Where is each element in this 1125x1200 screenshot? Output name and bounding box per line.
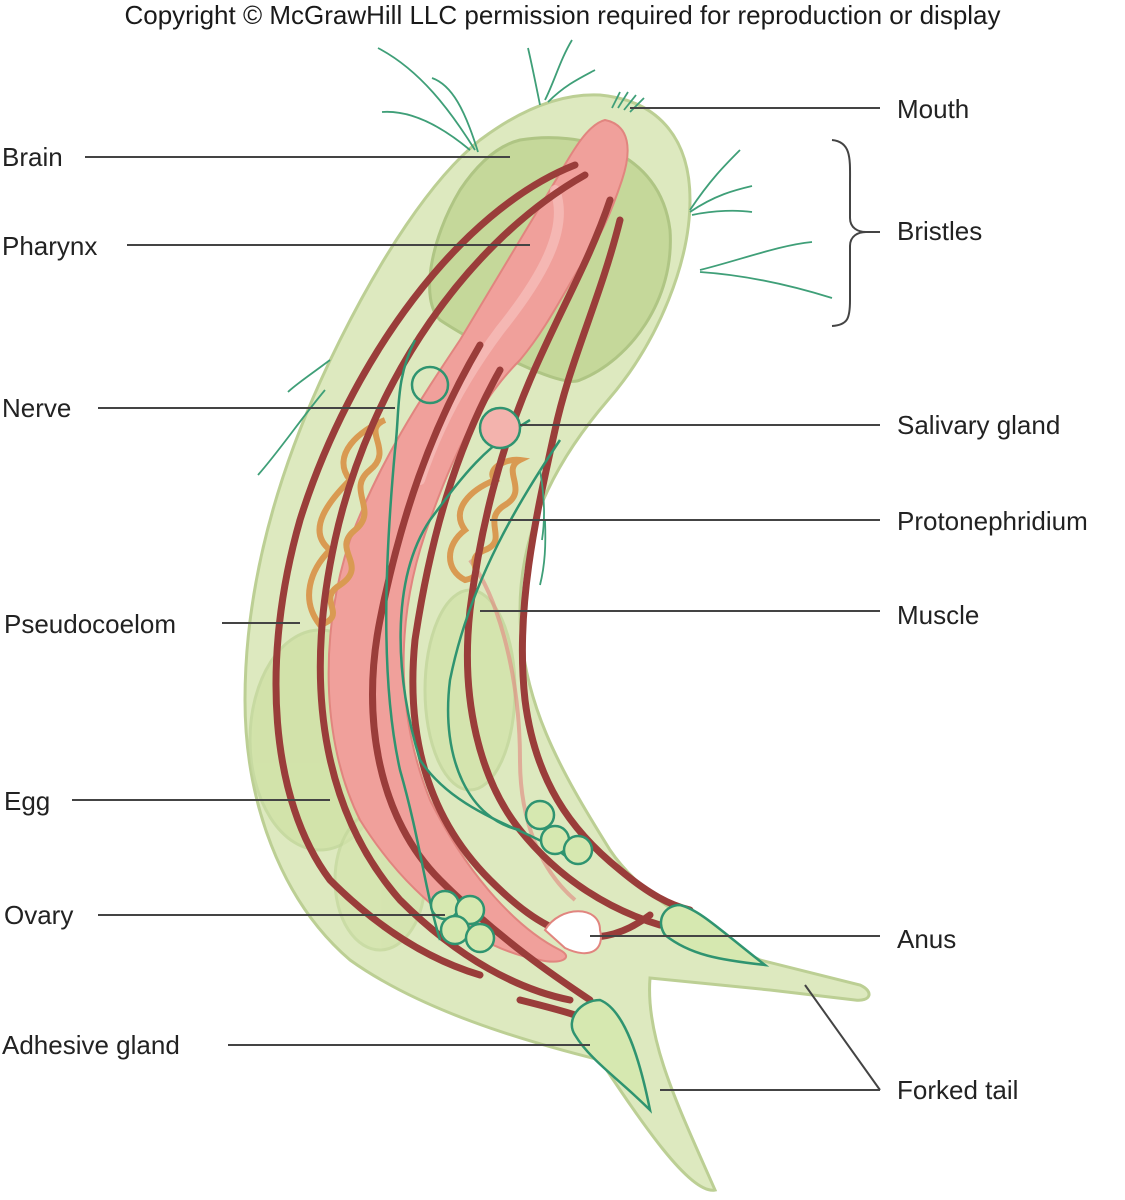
salivary-gland xyxy=(478,406,522,450)
label-muscle: Muscle xyxy=(897,600,979,630)
label-pharynx: Pharynx xyxy=(2,231,97,261)
label-ovary: Ovary xyxy=(4,900,73,930)
label-brain: Brain xyxy=(2,142,63,172)
copyright-notice: Copyright © McGrawHill LLC permission re… xyxy=(124,0,1001,30)
pharynx xyxy=(327,118,629,963)
label-nerve: Nerve xyxy=(2,393,71,423)
protonephridium-left xyxy=(306,417,387,629)
intestine xyxy=(468,558,577,902)
label-bristles: Bristles xyxy=(897,216,982,246)
adhesive-gland-lower xyxy=(570,998,653,1114)
leader-lines xyxy=(72,107,881,1091)
nerve-fibers xyxy=(385,339,571,941)
ovary xyxy=(429,799,594,954)
label-egg: Egg xyxy=(4,786,50,816)
label-adhesive-gland: Adhesive gland xyxy=(2,1030,180,1060)
bristles xyxy=(257,39,833,586)
anus xyxy=(543,910,602,955)
label-protonephridium: Protonephridium xyxy=(897,506,1088,536)
label-mouth: Mouth xyxy=(897,94,969,124)
nerve-ganglion xyxy=(410,365,450,405)
label-salivary-gland: Salivary gland xyxy=(897,410,1060,440)
label-anus: Anus xyxy=(897,924,956,954)
label-forked-tail: Forked tail xyxy=(897,1075,1018,1105)
label-pseudocoelom: Pseudocoelom xyxy=(4,609,176,639)
